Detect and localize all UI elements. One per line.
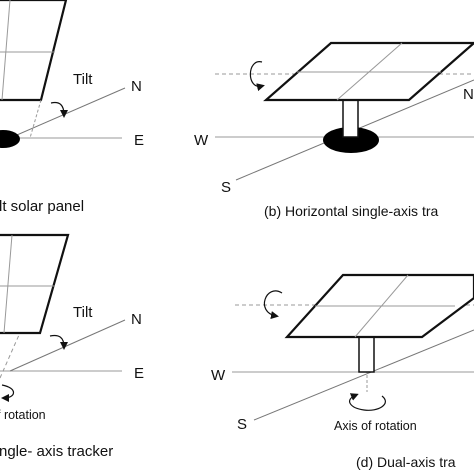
- panel-b-ground-mount: [323, 127, 379, 153]
- panel-b-horizontal-tracker: W S N (b) Horizontal single-axis tra: [194, 41, 474, 219]
- panel-c-caption: ngle- axis tracker: [0, 443, 113, 460]
- panel-c-axis-label: f rotation: [0, 408, 46, 422]
- panel-c-tilt-arc: [49, 334, 68, 350]
- panel-d-azimuth-rotation-arrow: [348, 393, 386, 411]
- panel-d-west-label: W: [211, 367, 226, 384]
- panel-d-support-post: [358, 335, 375, 373]
- panel-c-tilt-label: Tilt: [73, 304, 93, 321]
- panel-a-solar-panel: [0, 0, 68, 102]
- panel-a-north-label: N: [131, 78, 142, 95]
- panel-c-solar-panel: [0, 233, 70, 335]
- panel-d-caption: (d) Dual-axis tra: [356, 454, 456, 470]
- panel-a-fixed-tilt: Tilt N E lt solar panel: [0, 0, 144, 215]
- panel-a-ground-mount: [0, 130, 20, 148]
- panel-a-caption: lt solar panel: [0, 198, 84, 215]
- panel-b-north-label: N: [463, 86, 474, 103]
- panel-d-axis-label: Axis of rotation: [334, 419, 417, 433]
- panel-c-east-label: E: [134, 365, 144, 382]
- panel-c-tilted-tracker: Tilt N E f rotation ngle- axis tracker: [0, 233, 144, 460]
- panel-b-west-label: W: [194, 132, 209, 149]
- panel-a-panel-divider-2: [1, 0, 11, 101]
- panel-d-panel-divider-v: [354, 274, 409, 338]
- panel-a-support-dashed: [29, 99, 42, 139]
- panel-a-east-label: E: [134, 132, 144, 149]
- panel-a-tilt-label: Tilt: [73, 71, 93, 88]
- panel-b-panel-divider-v: [336, 42, 403, 101]
- panel-b-caption: (b) Horizontal single-axis tra: [264, 203, 438, 219]
- panel-d-dual-axis-tracker: W S Axis of rotation (d) Dual-axis tra: [211, 273, 474, 470]
- panel-d-tilt-rotation-arrow: [263, 290, 283, 319]
- panel-b-rotation-arrow: [249, 61, 265, 92]
- panel-c-north-label: N: [131, 311, 142, 328]
- panel-d-north-south-line: [253, 329, 474, 421]
- panel-d-south-label: S: [237, 416, 247, 433]
- panel-a-tilt-arc: [50, 101, 68, 118]
- panel-c-panel-divider-2: [3, 234, 13, 334]
- panel-c-rotation-arrow: [1, 384, 15, 402]
- panel-b-support-post: [342, 98, 359, 138]
- panel-b-south-label: S: [221, 179, 231, 196]
